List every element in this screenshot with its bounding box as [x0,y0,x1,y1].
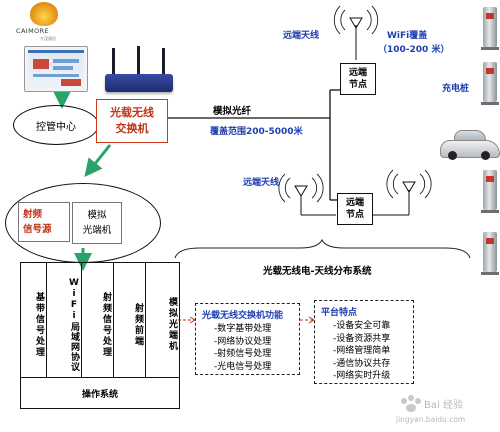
charging-pile-label: 充电桩 [442,84,470,94]
module-wifi: WiFi局域网协议 [47,263,82,378]
switch-function-item: -射频信号处理 [214,349,272,359]
caimore-logo-icon [30,2,58,26]
remote-node-top-line2: 节点 [348,80,367,90]
switch-function-item: -网络协议处理 [214,336,272,347]
module-rf-processing: 射频信号处理 [82,263,114,378]
remote-node-mid-line1: 远端 [345,198,364,208]
switch-function-item: -数字基带处理 [214,324,272,334]
module-analog-optical: 模拟光端机 [167,297,177,352]
platform-features-box: 平台特点 -设备安全可靠 -设备资源共享 -网络管理简单 -通信协议共存 -网络… [314,300,414,384]
platform-feature-item: -设备资源共享 [333,333,391,344]
router-icon [105,74,173,92]
control-center-label: 控管中心 [36,121,76,133]
monitor-icon [24,46,88,92]
charging-pile-icon [481,170,499,213]
das-system-label: 光载无线电-天线分布系统 [263,266,372,277]
rf-signal-source: 射频 信号源 [18,202,70,242]
module-rf-frontend: 射频前端 [114,263,146,378]
rf-source-line2: 信号源 [23,224,52,235]
fiber-label: 模拟光纤 [213,106,252,117]
watermark-line1: Bai 经验 [424,400,463,411]
antenna-icons [294,17,416,197]
wifi-arcs-mid-icon [278,169,432,203]
charging-pile-icon [481,62,499,105]
charging-pile-icon [481,7,499,50]
car-wheel-icon [448,151,457,160]
platform-feature-item: -设备安全可靠 [333,321,391,331]
platform-features-title: 平台特点 [321,308,358,318]
remote-node-top: 远端 节点 [340,63,376,95]
control-center: 控管中心 [13,105,99,145]
module-baseband: 基带信号处理 [21,263,47,378]
platform-feature-item: -通信协议共存 [333,358,391,369]
baidu-watermark-icon [401,395,421,412]
module-stack-table: 基带信号处理 WiFi局域网协议 射频信号处理 射频前端 模拟光端机 操作系统 [20,262,180,409]
switch-label-line1: 光载无线 [110,106,154,119]
os-bar: 操作系统 [21,377,179,408]
car-wheel-icon [481,151,490,160]
router-antenna-icon [112,48,115,76]
analog-optical-line2: 光端机 [82,225,112,236]
switch-label-line2: 交换机 [115,122,149,135]
analog-optical-transceiver: 模拟 光端机 [72,202,122,244]
remote-antenna-mid-label: 远端天线 [243,178,280,188]
coverage-range-label: 覆盖范围200-5000米 [210,127,303,137]
os-label: 操作系统 [81,389,118,400]
switch-functions-box: 光载无线交换机功能 -数字基带处理 -网络协议处理 -射频信号处理 -光电信号处… [195,303,300,375]
charging-pile-icon [481,232,499,275]
platform-feature-item: -网络实时升级 [333,371,391,381]
analog-optical-line1: 模拟 [87,210,107,221]
optical-wireless-switch: 光载无线 交换机 [96,99,168,143]
remote-antenna-top-label: 远端天线 [283,31,320,41]
switch-functions-title: 光载无线交换机功能 [202,311,284,321]
logo-subtext: 才茂通信 [40,36,56,41]
wifi-arcs-top-icon [333,5,379,35]
platform-feature-item: -网络管理简单 [333,346,391,356]
router-antenna-icon [162,48,165,76]
logo-text: CAIMORE [16,27,50,35]
remote-node-top-line1: 远端 [348,68,367,78]
rf-source-line1: 射频 [23,209,43,220]
wifi-coverage-range: （100-200 米） [378,45,450,55]
wifi-coverage-title: WiFi覆盖 [387,31,428,41]
watermark-line2: jingyan.baidu.com [396,415,466,424]
remote-node-mid: 远端 节点 [337,193,373,225]
remote-node-mid-line2: 节点 [345,210,364,220]
router-antenna-icon [137,46,140,76]
switch-function-item: -光电信号处理 [214,361,272,372]
